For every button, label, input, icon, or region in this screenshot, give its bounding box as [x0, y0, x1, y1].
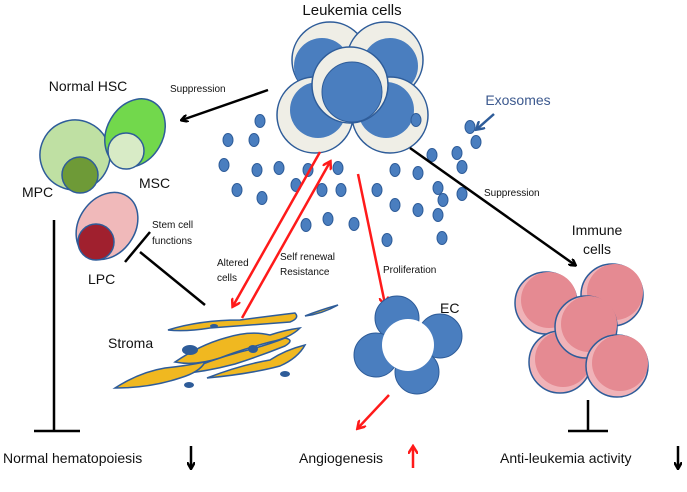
stroma-label: Stroma	[108, 335, 153, 351]
proliferation-label: Proliferation	[383, 265, 436, 276]
stroma-inhibits-lpc-line	[139, 251, 206, 306]
exosome	[322, 212, 334, 226]
angiogenesis-arrow	[358, 394, 390, 428]
inhibition-bar	[124, 231, 151, 263]
suppression-arrow-immune	[409, 146, 575, 265]
immune-cells-label-1: Immune	[572, 222, 623, 238]
normal-hematopoiesis-label: Normal hematopoiesis	[3, 450, 142, 466]
angiogenesis-label: Angiogenesis	[299, 450, 383, 466]
exosome	[412, 203, 424, 217]
exosome	[436, 231, 448, 245]
suppression-right-label: Suppression	[484, 188, 540, 199]
anti-leukemia-activity-label: Anti-leukemia activity	[500, 450, 632, 466]
exosome	[456, 187, 468, 201]
mpc-cell	[39, 119, 111, 194]
stroma-nuclei	[182, 324, 290, 388]
lpc-label: LPC	[88, 271, 115, 287]
exosome	[389, 198, 401, 212]
exosome	[371, 183, 383, 197]
exosome	[432, 181, 444, 195]
stroma-cells	[112, 304, 339, 389]
leukemia-cells-title: Leukemia cells	[302, 2, 401, 19]
exosome	[456, 160, 468, 174]
leukemia-cell	[311, 46, 389, 124]
exosome	[300, 218, 312, 232]
exosome-cluster	[218, 113, 482, 247]
exosome	[389, 163, 401, 177]
exosome	[464, 120, 476, 134]
self-renewal-arrow	[240, 162, 330, 319]
exosome	[412, 166, 424, 180]
msc-cell	[104, 98, 166, 170]
altered-cells-label-2: cells	[217, 273, 237, 284]
exosome	[218, 158, 230, 172]
self-renewal-label: Self renewal	[280, 252, 335, 263]
normal-hsc-label: Normal HSC	[49, 78, 128, 94]
exosome	[273, 161, 285, 175]
suppression-arrow-hsc	[182, 88, 269, 120]
proliferation-arrow	[356, 173, 385, 304]
exosome	[426, 148, 438, 162]
exosome	[437, 193, 449, 207]
stem-cell-functions-label-2: functions	[152, 236, 192, 247]
mpc-label: MPC	[22, 184, 53, 200]
exosome	[222, 133, 234, 147]
exosome	[470, 135, 482, 149]
immune-cells-label-2: cells	[583, 241, 611, 257]
exosome	[251, 163, 263, 177]
exosome	[256, 191, 268, 205]
exosome	[332, 161, 344, 175]
endothelial-cell	[353, 295, 463, 395]
immune-cell-cluster	[514, 263, 649, 398]
exosome	[381, 233, 393, 247]
exosome	[410, 113, 422, 127]
exosome	[254, 114, 266, 128]
altered-cells-label-1: Altered	[217, 258, 249, 269]
suppression-left-label: Suppression	[170, 84, 226, 95]
leukemia-cell-cluster	[276, 21, 429, 154]
ec-label: EC	[440, 300, 459, 316]
exosome	[335, 183, 347, 197]
altered-cells-arrow	[233, 151, 322, 306]
exosome	[451, 146, 463, 160]
exosome	[316, 183, 328, 197]
exosomes-label: Exosomes	[485, 92, 550, 108]
stem-cell-functions-label-1: Stem cell	[152, 220, 193, 231]
exosome-pointer-arrow	[477, 113, 495, 129]
immune-cell	[585, 334, 649, 398]
lpc-cell	[75, 191, 139, 261]
exosome	[432, 208, 444, 222]
exosome	[348, 217, 360, 231]
exosome	[231, 183, 243, 197]
exosome	[248, 133, 260, 147]
msc-label: MSC	[139, 175, 170, 191]
resistance-label: Resistance	[280, 267, 330, 278]
